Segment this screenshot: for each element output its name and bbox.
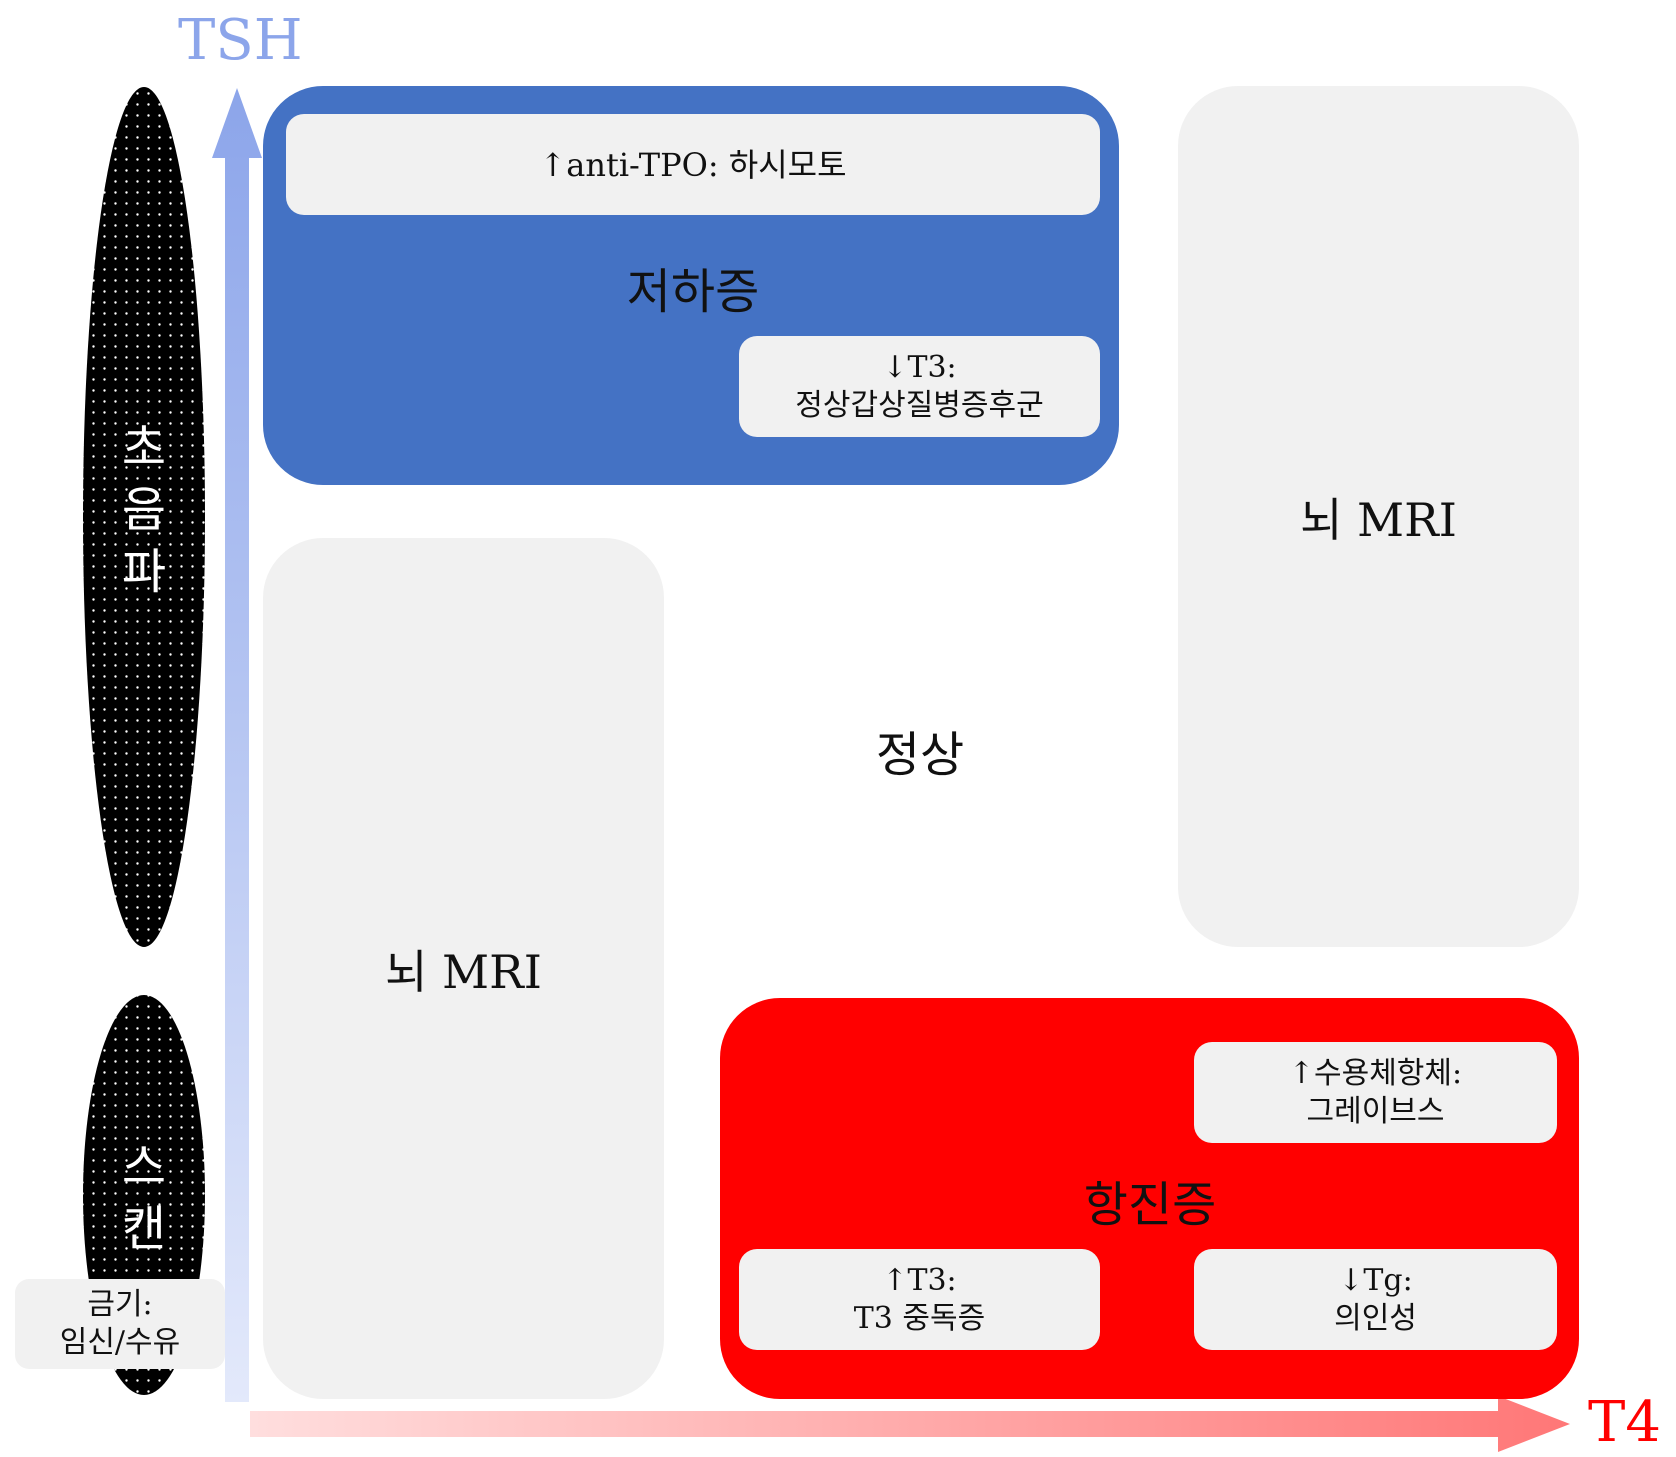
receptor-antibody-line-2: 그레이브스 xyxy=(1306,1093,1445,1129)
euthyroid-sick-line-2: 정상갑상질병증후군 xyxy=(795,387,1044,423)
ultrasound-label: 초 음 파 xyxy=(84,410,204,610)
t3-toxicosis-line-2: T3 중독증 xyxy=(853,1300,986,1336)
ultrasound-char-1: 초 xyxy=(121,420,167,476)
brain-mri-left-text: 뇌 MRI xyxy=(385,944,542,999)
hyperthyroid-title-text: 항진증 xyxy=(1083,1177,1217,1233)
anti-tpo-box: ↑anti-TPO: 하시모토 xyxy=(286,114,1100,215)
t4-axis-label: T4 xyxy=(1588,1390,1661,1455)
contraindication-line-2: 임신/수유 xyxy=(59,1325,181,1360)
anti-tpo-text: ↑anti-TPO: 하시모토 xyxy=(539,145,847,184)
ultrasound-char-2: 음 xyxy=(121,482,167,538)
t3-toxicosis-line-1: ↑T3: xyxy=(882,1262,957,1298)
ultrasound-pill xyxy=(83,87,205,947)
t3-toxicosis-box: ↑T3: T3 중독증 xyxy=(739,1249,1100,1350)
tsh-axis-label: TSH xyxy=(178,8,303,73)
brain-mri-right-box: 뇌 MRI xyxy=(1178,86,1579,947)
iatrogenic-line-2: 의인성 xyxy=(1334,1300,1417,1336)
brain-mri-right-text: 뇌 MRI xyxy=(1300,492,1457,547)
euthyroid-sick-box: ↓T3: 정상갑상질병증후군 xyxy=(739,336,1100,437)
hypothyroid-title: 저하증 xyxy=(563,252,823,322)
brain-mri-left-box: 뇌 MRI xyxy=(263,538,664,1399)
normal-title: 정상 xyxy=(820,715,1020,785)
t4-axis-arrow xyxy=(250,1396,1570,1452)
normal-title-text: 정상 xyxy=(875,727,965,783)
euthyroid-sick-line-1: ↓T3: xyxy=(882,349,957,385)
hypothyroid-title-text: 저하증 xyxy=(626,264,760,320)
iatrogenic-line-1: ↓Tg: xyxy=(1338,1262,1413,1298)
hyperthyroid-title: 항진증 xyxy=(1020,1165,1280,1235)
scan-char-1: 스 xyxy=(121,1139,167,1195)
contraindication-box: 금기: 임신/수유 xyxy=(15,1279,225,1369)
receptor-antibody-box: ↑수용체항체: 그레이브스 xyxy=(1194,1042,1557,1143)
iatrogenic-box: ↓Tg: 의인성 xyxy=(1194,1249,1557,1350)
receptor-antibody-line-1: ↑수용체항체: xyxy=(1288,1055,1463,1091)
tsh-axis-arrow xyxy=(212,88,262,1402)
contraindication-line-1: 금기: xyxy=(87,1287,153,1322)
scan-char-2: 캔 xyxy=(121,1201,167,1257)
scan-label: 스 캔 xyxy=(84,1128,204,1268)
ultrasound-char-3: 파 xyxy=(121,544,167,600)
